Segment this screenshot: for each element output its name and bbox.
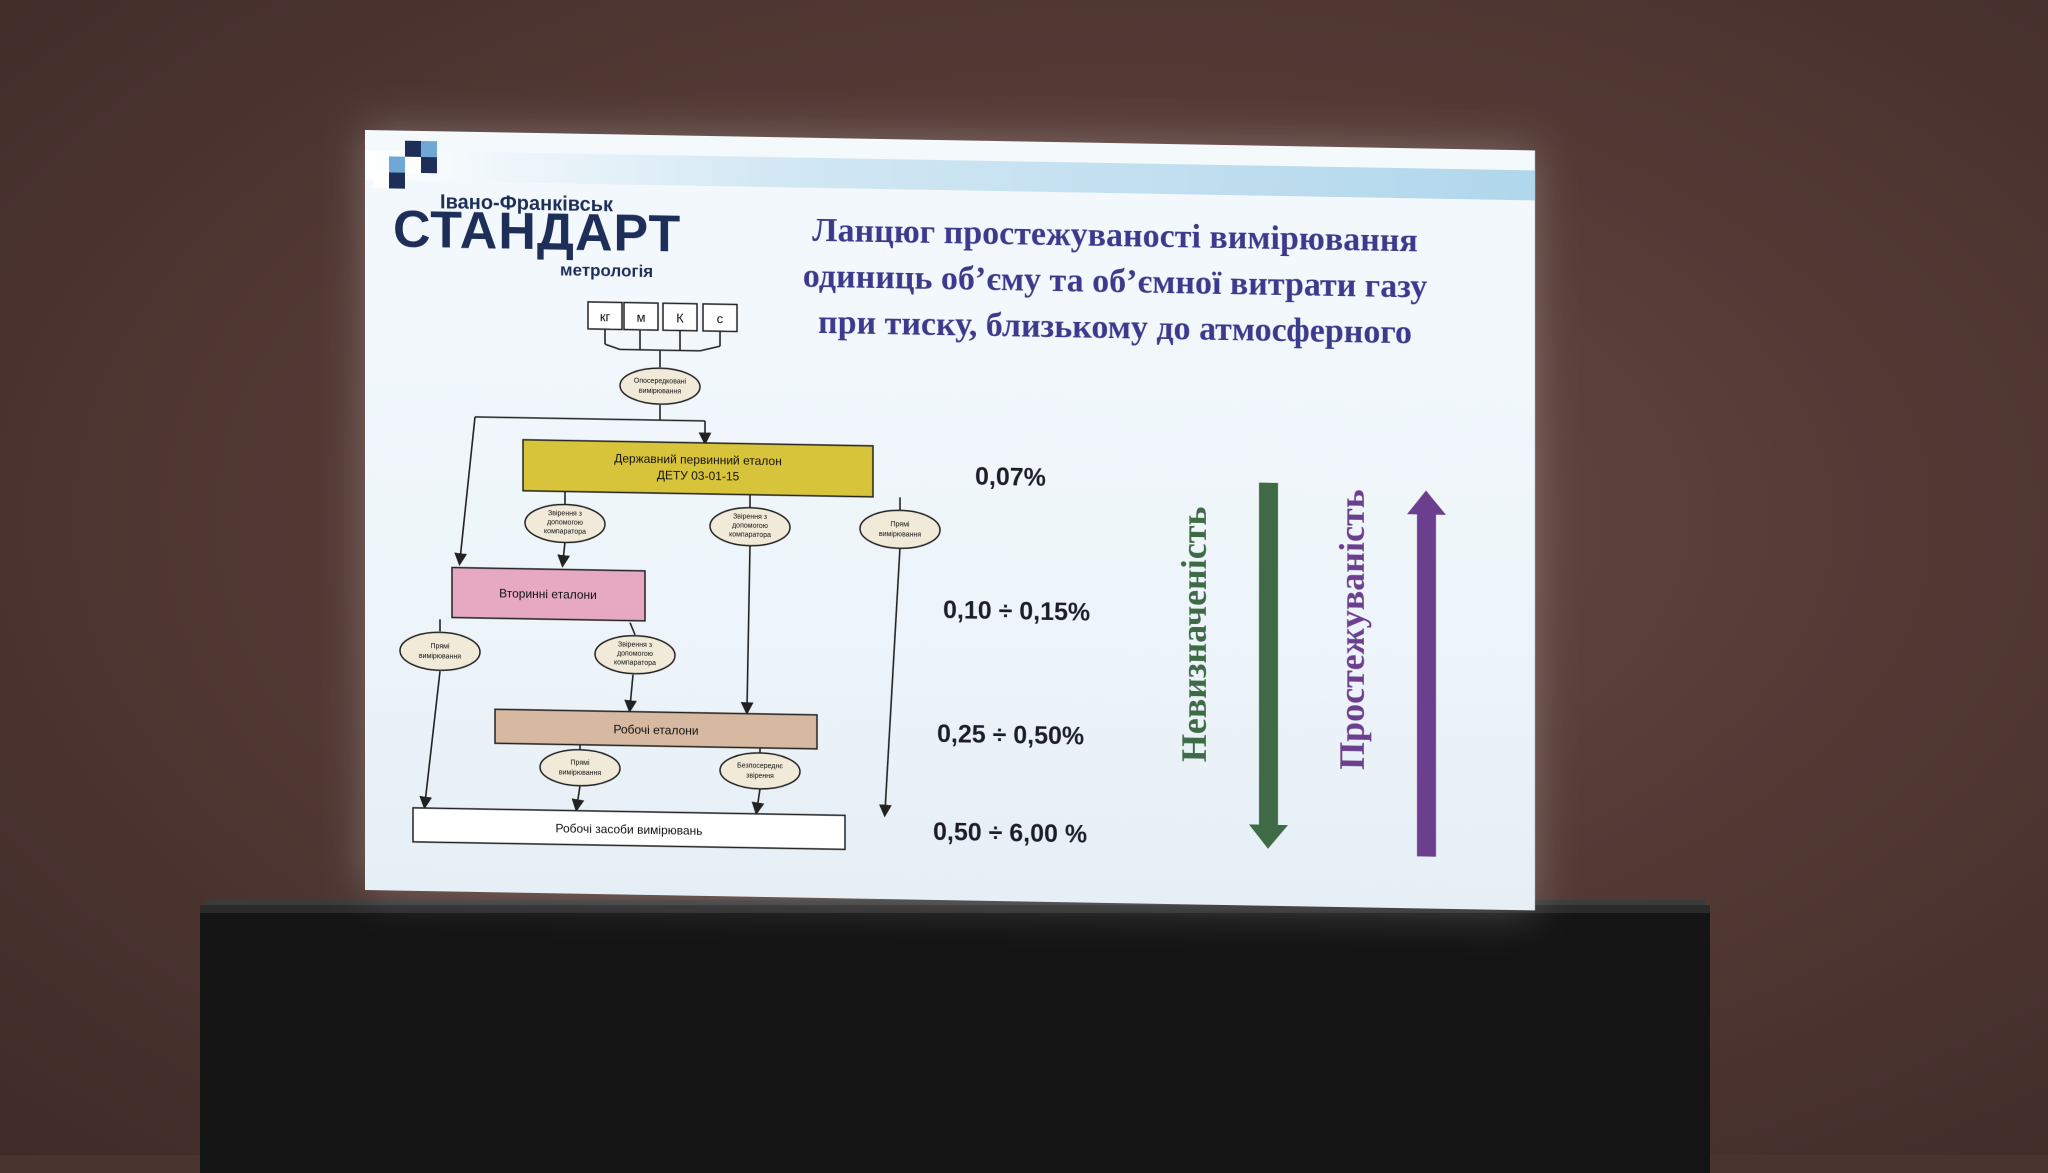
projected-slide: Івано-Франківськ СТАНДАРТ метрологія Лан… — [365, 130, 1535, 911]
direct-comparison-node: Безпосереднє звірення — [719, 752, 801, 790]
svg-text:Опосередковані: Опосередковані — [634, 377, 687, 386]
svg-text:допомогою: допомогою — [732, 522, 768, 530]
direct-measurements-node-bottom: Прямі вимірювання — [539, 748, 621, 787]
svg-text:компаратора: компаратора — [544, 528, 586, 536]
working-standards-box: Робочі еталони — [494, 708, 818, 750]
unit-m: м — [637, 310, 646, 325]
svg-text:звірення: звірення — [746, 772, 774, 780]
uncertainty-label: Невизначеність — [1174, 506, 1214, 763]
comparator-node-middle: Звірення з допомогою компаратора — [709, 506, 791, 547]
svg-text:Прямі: Прямі — [570, 759, 589, 767]
svg-text:Робочі засоби вимірювань: Робочі засоби вимірювань — [555, 821, 702, 838]
svg-text:допомогою: допомогою — [547, 519, 583, 527]
uncertainty-working: 0,25 ÷ 0,50% — [937, 719, 1085, 751]
uncertainty-arrow — [1249, 482, 1288, 849]
svg-text:компаратора: компаратора — [614, 659, 656, 667]
uncertainty-instruments: 0,50 ÷ 6,00 % — [933, 817, 1088, 849]
primary-standard-box: Державний первинний еталон ДЕТУ 03-01-15 — [522, 438, 874, 498]
svg-text:Державний первинний еталон: Державний первинний еталон — [614, 451, 782, 468]
svg-text:Звірення з: Звірення з — [618, 640, 652, 649]
comparator-node-left: Звірення з допомогою компаратора — [524, 503, 606, 544]
si-unit-boxes: кг м К с — [587, 301, 738, 333]
unit-k: К — [676, 310, 684, 325]
svg-text:Прямі: Прямі — [430, 642, 449, 650]
svg-text:Звірення з: Звірення з — [733, 512, 767, 521]
uncertainty-primary: 0,07% — [975, 462, 1046, 492]
svg-text:допомогою: допомогою — [617, 650, 653, 658]
svg-text:вимірювання: вимірювання — [559, 768, 601, 777]
svg-text:вимірювання: вимірювання — [639, 387, 681, 396]
uncertainty-secondary: 0,10 ÷ 0,15% — [943, 596, 1091, 627]
svg-text:Звірення з: Звірення з — [548, 509, 582, 518]
svg-text:ДЕТУ 03-01-15: ДЕТУ 03-01-15 — [657, 468, 740, 483]
unit-kg: кг — [600, 309, 611, 324]
svg-text:Робочі еталони: Робочі еталони — [613, 722, 698, 737]
secondary-standards-box: Вторинні еталони — [451, 566, 646, 622]
svg-text:Безпосереднє: Безпосереднє — [737, 762, 783, 770]
direct-measurements-node-top: Прямі вимірювання — [859, 509, 941, 550]
unit-s: с — [717, 311, 724, 326]
svg-text:Вторинні еталони: Вторинні еталони — [499, 586, 597, 602]
indirect-measurements-node: Опосередковані вимірювання — [619, 367, 701, 405]
traceability-flowchart: кг м К с Опосередковані вимірювання Держ… — [399, 301, 1446, 857]
chalkboard — [200, 905, 1710, 1173]
svg-text:компаратора: компаратора — [729, 531, 771, 539]
traceability-label: Простежуваність — [1332, 488, 1372, 771]
comparator-node-second: Звірення з допомогою компаратора — [594, 634, 676, 675]
working-instruments-box: Робочі засоби вимірювань — [412, 807, 846, 851]
svg-text:Прямі: Прямі — [890, 520, 909, 528]
svg-text:вимірювання: вимірювання — [419, 652, 461, 661]
traceability-arrow — [1407, 490, 1446, 857]
svg-text:вимірювання: вимірювання — [879, 530, 921, 539]
direct-measurements-node-left: Прямі вимірювання — [399, 631, 481, 672]
